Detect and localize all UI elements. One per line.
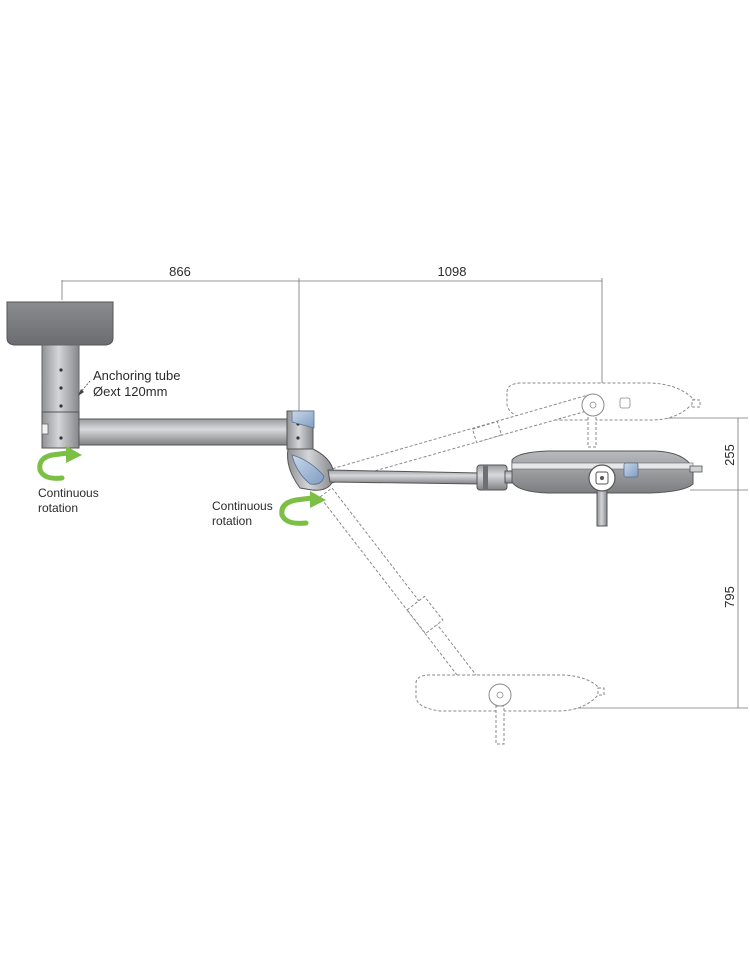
collar-window [41, 423, 49, 435]
dim-label-1098: 1098 [438, 264, 467, 279]
lower-lamp-stem-outline [495, 705, 505, 745]
curved-arrow-tail [279, 512, 309, 526]
upper-arm-joint-outline [471, 420, 503, 444]
leader-arrowhead [78, 389, 84, 396]
rotation-arrow-left [37, 446, 82, 481]
rotation-left-label-1: Continuous [38, 486, 99, 500]
arrow-head [66, 446, 82, 463]
lower-position-ghost [319, 487, 605, 745]
lower-lamp-handle-outline [597, 687, 605, 696]
lamp-control-panel [623, 462, 639, 478]
dim-label-255: 255 [722, 444, 737, 466]
joint-band [483, 465, 488, 490]
lower-lamp-knob [488, 683, 512, 707]
sterile-handle [596, 489, 608, 527]
upper-position-ghost [327, 382, 701, 484]
screw [59, 436, 63, 440]
screw [296, 436, 300, 440]
knob-center [496, 691, 504, 699]
knob-center [600, 476, 604, 480]
dim-label-866: 866 [169, 264, 191, 279]
spring-arm-solid [327, 464, 520, 491]
screw [59, 368, 63, 372]
lower-arm-joint-outline [406, 595, 444, 635]
dim-label-795: 795 [722, 586, 737, 608]
lower-arm-outline [319, 487, 487, 698]
upper-lamp-control [619, 397, 631, 409]
curved-arrow-tail [37, 467, 65, 481]
annotation-leader [79, 380, 91, 394]
elbow-blue-panel [291, 454, 325, 485]
spring-arm-joint [476, 464, 508, 491]
anchoring-tube-diameter: Øext 120mm [93, 384, 167, 399]
arrow-head [310, 491, 326, 508]
upper-lamp-handle-outline [691, 399, 701, 408]
lamp-handle [689, 465, 703, 473]
rotation-arrow-center [279, 491, 326, 526]
screw [59, 386, 63, 390]
curved-arrow-icon [37, 450, 71, 473]
screw [59, 404, 63, 408]
rotation-center-label-2: rotation [212, 514, 252, 528]
main-arm [78, 410, 335, 491]
spring-arm-tube [327, 469, 481, 485]
main-arm-tube [78, 418, 292, 446]
knob-center [589, 401, 597, 409]
curved-arrow-icon [279, 495, 315, 518]
anchoring-tube-label: Anchoring tube [93, 368, 180, 383]
knob-square [595, 471, 609, 485]
rotation-left-label-2: rotation [38, 501, 78, 515]
lamp-head-solid [511, 450, 703, 527]
rotation-center-label-1: Continuous [212, 499, 273, 513]
blue-joint-cap [291, 410, 315, 429]
upper-lamp-stem-outline [587, 414, 597, 448]
ceiling-cover [6, 301, 114, 346]
ceiling-mount [6, 301, 114, 449]
upper-lamp-knob [581, 393, 605, 417]
